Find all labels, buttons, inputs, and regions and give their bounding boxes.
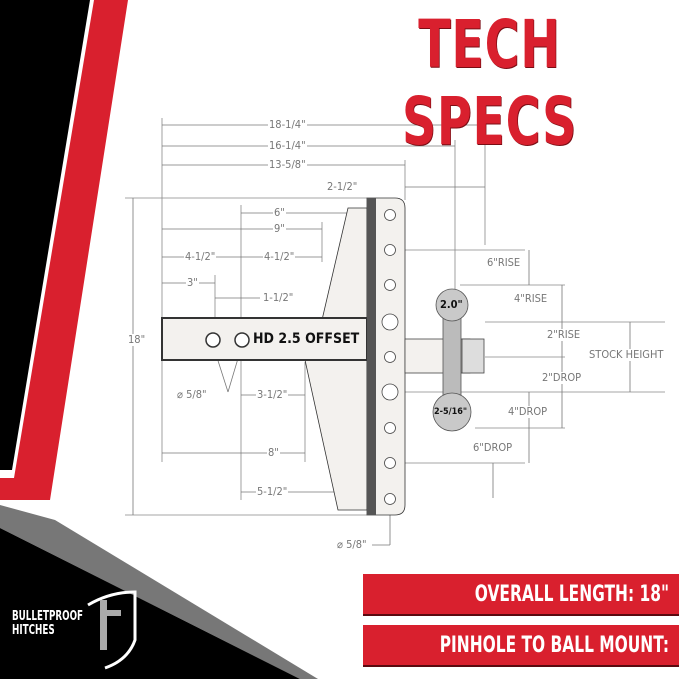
plate-edge bbox=[367, 198, 376, 515]
bottom-ball bbox=[432, 392, 472, 432]
top-ball bbox=[435, 288, 469, 322]
product-label: HD 2.5 OFFSET bbox=[253, 331, 360, 347]
dim-3: 3" bbox=[186, 276, 199, 289]
dim-2-1-2: 2-1/2" bbox=[326, 180, 359, 193]
ball-platform-end bbox=[461, 338, 485, 374]
dim-hole-dia: ⌀ 5/8" bbox=[176, 388, 208, 401]
dim-4-1-2-b: 4-1/2" bbox=[263, 250, 296, 263]
dim-4-1-2-a: 4-1/2" bbox=[184, 250, 217, 263]
dim-9: 9" bbox=[273, 222, 286, 235]
label-stock-height: STOCK HEIGHT bbox=[588, 348, 665, 361]
bottom-ball-size: 2-5/16" bbox=[434, 407, 468, 417]
banner-overall-length-text: OVERALL LENGTH: 18" bbox=[474, 582, 669, 607]
brand-logo: BULLETPROOF HITCHES bbox=[12, 610, 83, 638]
banner-pinhole-to-ball: PINHOLE TO BALL MOUNT: 13.25" bbox=[363, 625, 679, 679]
dim-18-1-4: 18-1/4" bbox=[268, 118, 307, 131]
dim-plate-hole-dia: ⌀ 5/8" bbox=[336, 538, 368, 551]
dim-3-1-2: 3-1/2" bbox=[256, 388, 289, 401]
dim-8: 8" bbox=[267, 446, 280, 459]
shank-hole-1 bbox=[205, 332, 221, 348]
top-ball-size: 2.0" bbox=[440, 298, 463, 311]
dim-1-1-2: 1-1/2" bbox=[262, 291, 295, 304]
dim-18: 18" bbox=[127, 333, 147, 346]
banner-overall-length: OVERALL LENGTH: 18" bbox=[363, 574, 679, 616]
dim-13-5-8: 13-5/8" bbox=[268, 158, 307, 171]
label-4-drop: 4"DROP bbox=[507, 405, 549, 418]
banner-pinhole-to-ball-text: PINHOLE TO BALL MOUNT: 13.25" bbox=[439, 633, 669, 679]
label-6-drop: 6"DROP bbox=[472, 441, 514, 454]
plate-holes bbox=[381, 209, 399, 505]
grey-edge bbox=[0, 505, 318, 679]
extension-lines bbox=[125, 118, 665, 516]
black-corner bbox=[0, 528, 300, 679]
shank-hole-2 bbox=[234, 332, 250, 348]
logo-line-2: HITCHES bbox=[12, 623, 55, 638]
page-title: TECH SPECS bbox=[401, 6, 578, 160]
logo-line-1: BULLETPROOF bbox=[12, 609, 84, 624]
black-band-top bbox=[0, 0, 90, 470]
label-4-rise: 4"RISE bbox=[513, 292, 549, 305]
dim-16-1-4: 16-1/4" bbox=[268, 139, 307, 152]
dim-5-1-2: 5-1/2" bbox=[256, 485, 289, 498]
red-stripe bbox=[0, 0, 128, 500]
label-6-rise: 6"RISE bbox=[486, 256, 522, 269]
shank bbox=[161, 317, 368, 361]
label-2-rise: 2"RISE bbox=[546, 328, 582, 341]
label-2-drop: 2"DROP bbox=[541, 371, 583, 384]
dim-6: 6" bbox=[273, 206, 286, 219]
